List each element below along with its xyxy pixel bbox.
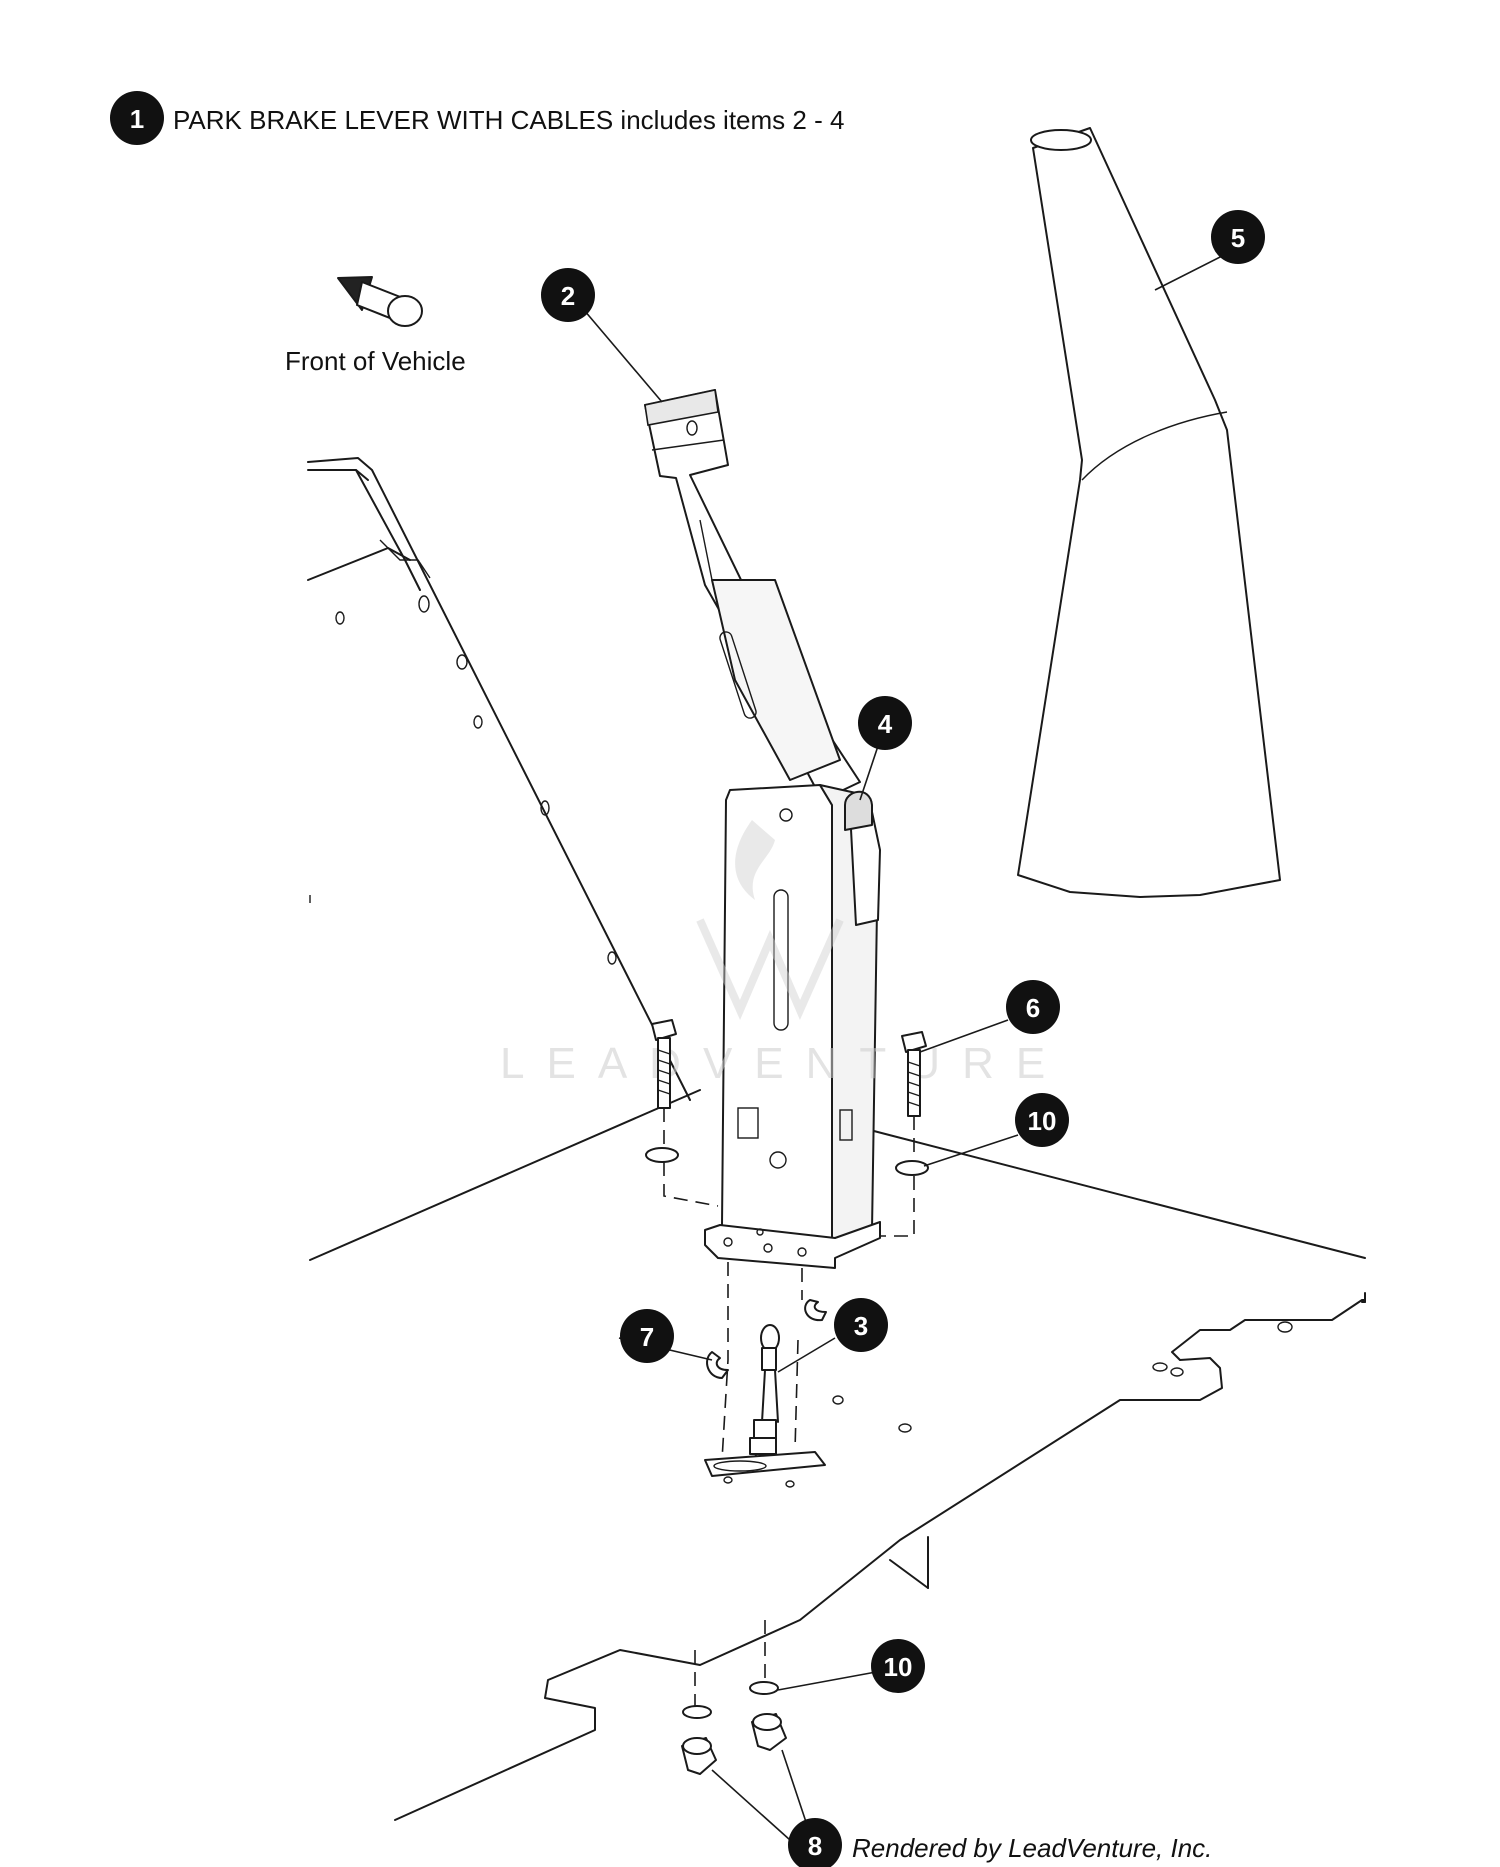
front-arrow-icon xyxy=(337,276,423,327)
nut-item-8 xyxy=(681,1713,787,1775)
cable-item-3 xyxy=(704,1324,826,1488)
svg-text:5: 5 xyxy=(1231,223,1245,253)
lever-item-2 xyxy=(644,389,861,801)
leader-lines xyxy=(583,251,1231,1841)
assembly-lines xyxy=(663,1108,915,1710)
washer-lower xyxy=(682,1681,779,1719)
front-of-vehicle-label: Front of Vehicle xyxy=(285,346,466,376)
watermark-logo xyxy=(696,820,844,1020)
callout-10-upper: 10 xyxy=(1015,1093,1069,1147)
callout-10-lower: 10 xyxy=(871,1639,925,1693)
credit-text: Rendered by LeadVenture, Inc. xyxy=(852,1833,1212,1863)
floor-plate xyxy=(309,1089,1366,1821)
bolt-left xyxy=(651,1019,677,1109)
svg-text:1: 1 xyxy=(130,104,144,134)
svg-text:4: 4 xyxy=(878,709,893,739)
svg-text:7: 7 xyxy=(640,1322,654,1352)
callout-8: 8 xyxy=(788,1818,842,1867)
clip-item-7 xyxy=(706,1299,827,1379)
callout-6: 6 xyxy=(1006,980,1060,1034)
svg-text:10: 10 xyxy=(884,1652,913,1682)
callout-7: 7 xyxy=(620,1309,674,1363)
svg-text:2: 2 xyxy=(561,281,575,311)
watermark-text: LEADVENTURE xyxy=(500,1039,1067,1088)
washer-left xyxy=(645,1147,679,1163)
bracket-assembly xyxy=(704,784,881,1269)
svg-text:10: 10 xyxy=(1028,1106,1057,1136)
svg-text:8: 8 xyxy=(808,1831,822,1861)
washer-right xyxy=(895,1160,929,1176)
svg-text:6: 6 xyxy=(1026,993,1040,1023)
boot-item-5 xyxy=(1017,127,1281,898)
callout-3: 3 xyxy=(834,1298,888,1352)
svg-text:3: 3 xyxy=(854,1311,868,1341)
callout-5: 5 xyxy=(1211,210,1265,264)
callout-4: 4 xyxy=(858,696,912,750)
header-callout-1: 1 xyxy=(110,91,164,145)
body-panel xyxy=(307,457,691,1101)
callout-2: 2 xyxy=(541,268,595,322)
header-title: PARK BRAKE LEVER WITH CABLES includes it… xyxy=(173,105,844,135)
